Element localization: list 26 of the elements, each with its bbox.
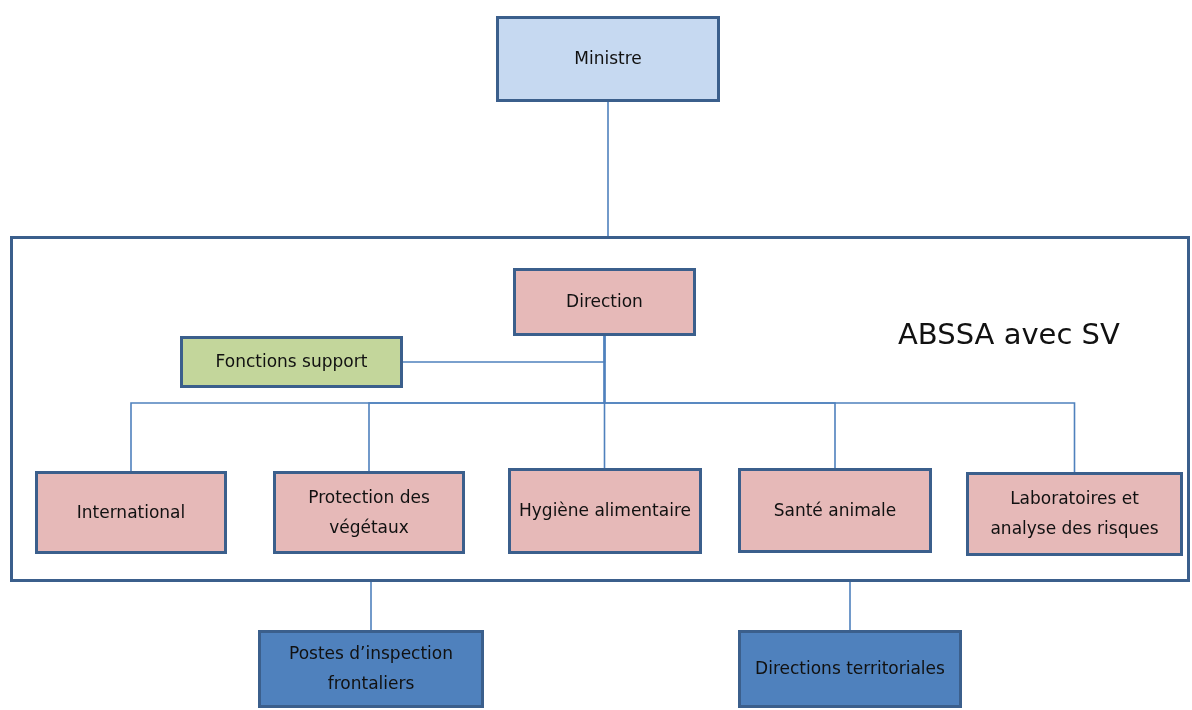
process-box	[258, 630, 484, 708]
top-box	[496, 16, 720, 102]
group-title: ABSSA avec SV	[898, 317, 1120, 352]
connector-line	[603, 335, 1076, 473]
box-label: Santé animale	[772, 498, 898, 522]
box-label: Ministre	[573, 47, 643, 71]
box-label: Postes d’inspection frontaliers	[288, 642, 454, 695]
connector-line	[849, 581, 851, 631]
process-box	[273, 471, 465, 554]
group-frame	[10, 236, 1190, 582]
process-box	[180, 336, 403, 388]
box-label: Fonctions support	[214, 350, 369, 374]
box-label: Laboratoires et analyse des risques	[989, 487, 1160, 540]
connector-line	[607, 101, 609, 237]
process-box	[738, 630, 962, 708]
process-box	[738, 468, 932, 553]
process-box	[508, 468, 702, 554]
process-box	[966, 472, 1183, 556]
box-label: Protection des végétaux	[307, 485, 431, 539]
box-label: Hygiène alimentaire	[518, 499, 692, 523]
box-label: Direction	[565, 290, 644, 314]
box-label: Directions territoriales	[754, 657, 946, 681]
connector-line	[370, 581, 372, 631]
process-box	[35, 471, 227, 554]
box-label: International	[75, 500, 187, 524]
process-box	[513, 268, 696, 336]
